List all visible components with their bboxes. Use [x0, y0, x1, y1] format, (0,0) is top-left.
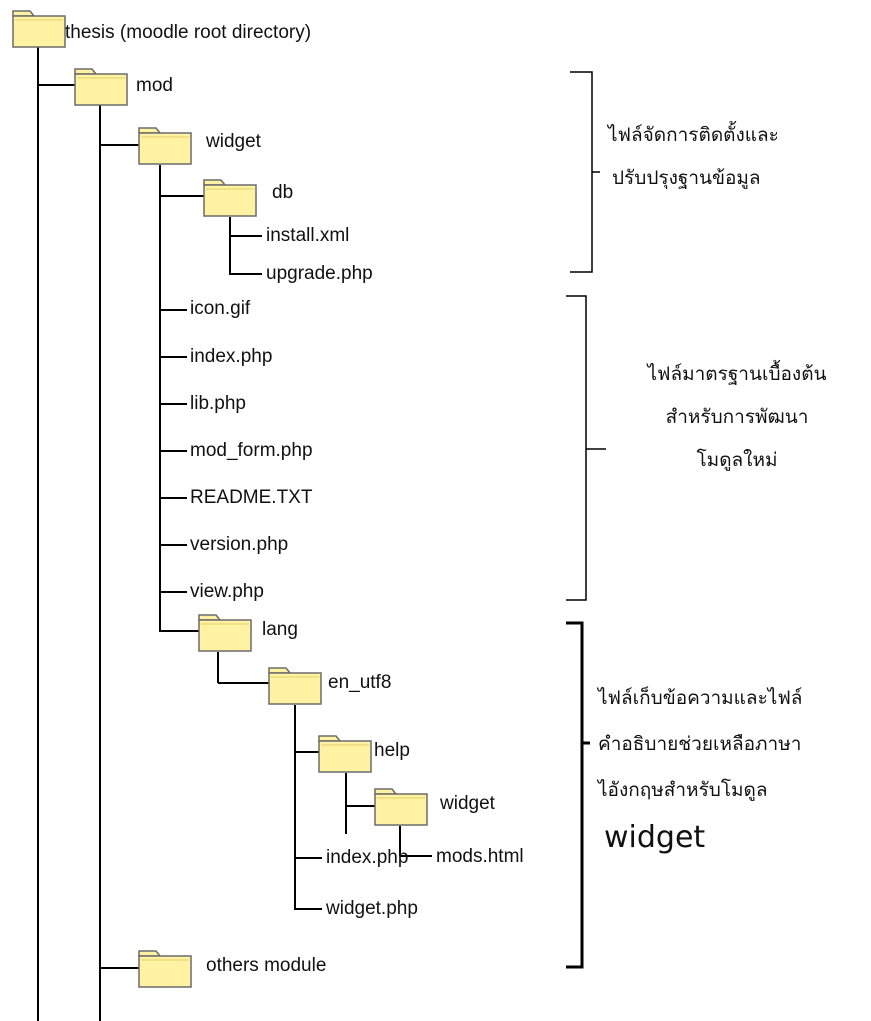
root-folder-label: thesis (moodle root directory) — [65, 22, 312, 43]
readme-txt-file: README.TXT — [190, 487, 313, 508]
widget-php-file: widget.php — [326, 898, 418, 919]
note-standard-line3: โมดูลใหม่ — [696, 449, 778, 471]
help-folder-label: help — [374, 740, 410, 761]
folder-icon — [138, 950, 192, 988]
note-lang-line3: ไอังกฤษสำหรับโมดูล — [598, 779, 768, 801]
en-utf8-folder-label: en_utf8 — [328, 672, 392, 693]
lang-folder-label: lang — [262, 619, 298, 640]
folder-icon — [12, 10, 66, 48]
others-module-folder-label: others module — [206, 955, 327, 976]
note-standard-line1: ไฟล์มาตรฐานเบื้องต้น — [647, 363, 827, 385]
lang-index-php-file: index.php — [326, 847, 409, 868]
mods-html-file: mods.html — [436, 846, 524, 867]
note-install-line2: ปรับปรุงฐานข้อมูล — [612, 167, 761, 189]
db-folder-label: db — [272, 182, 294, 203]
note-lang-line1: ไฟล์เก็บข้อความและไฟล์ — [598, 687, 803, 709]
version-php-file: version.php — [190, 534, 289, 555]
folder-icon — [138, 127, 192, 165]
note-standard-line2: สำหรับการพัฒนา — [665, 406, 809, 428]
widget-folder-label: widget — [206, 131, 261, 152]
bracket-install — [570, 71, 593, 273]
note-lang-line2: คำอธิบายช่วยเหลือภาษา — [598, 733, 802, 755]
mod-form-php-file: mod_form.php — [190, 440, 313, 461]
folder-icon — [198, 614, 252, 652]
note-lang-line4: widget — [604, 820, 706, 855]
lib-php-file: lib.php — [190, 393, 246, 414]
bracket-lang — [566, 621, 584, 969]
folder-icon — [374, 788, 428, 826]
note-install-line1: ไฟล์จัดการติดตั้งและ — [608, 124, 779, 146]
folder-icon — [74, 68, 128, 106]
icon-gif-file: icon.gif — [190, 298, 251, 319]
bracket-standard — [566, 295, 587, 601]
folder-icon — [268, 667, 322, 705]
folder-icon — [318, 735, 372, 773]
view-php-file: view.php — [190, 581, 264, 602]
help-widget-folder-label: widget — [440, 793, 495, 814]
index-php-file: index.php — [190, 346, 273, 367]
install-xml-file: install.xml — [266, 225, 350, 246]
mod-folder-label: mod — [136, 75, 173, 96]
folder-icon — [203, 179, 257, 217]
upgrade-php-file: upgrade.php — [266, 263, 373, 284]
